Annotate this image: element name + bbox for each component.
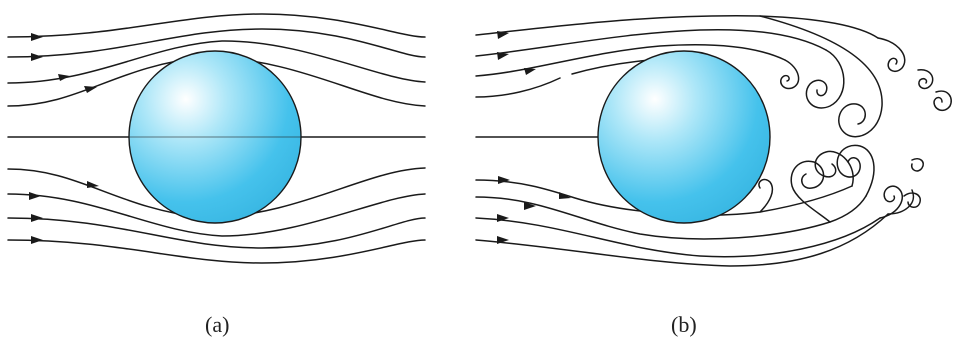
- vortex-1: [781, 60, 799, 89]
- flow-arrow-icon: [87, 181, 99, 188]
- caption-b: (b): [671, 312, 697, 338]
- panel-b: [476, 16, 951, 266]
- caption-a: (a): [205, 312, 229, 338]
- flow-arrow-icon: [524, 68, 536, 75]
- vortex-14: [904, 193, 920, 207]
- vortex-5: [918, 70, 933, 89]
- flow-arrow-icon: [498, 176, 510, 184]
- flow-arrow-icon: [31, 214, 43, 222]
- streamline-a-top-1: [8, 14, 425, 37]
- flow-arrow-icon: [31, 53, 43, 61]
- vortex-6: [934, 91, 951, 110]
- vortex-4: [878, 38, 905, 71]
- streamline-b-top-4: [476, 78, 560, 97]
- streamline-b-bottom-3: [476, 218, 880, 257]
- flow-arrow-icon: [497, 52, 509, 60]
- flow-arrow-icon: [29, 192, 41, 200]
- vortex-13: [912, 159, 924, 171]
- flow-arrow-icon: [84, 86, 97, 93]
- vortex-9: [791, 161, 830, 222]
- flow-arrow-icon: [31, 236, 43, 244]
- vortex-8: [837, 145, 874, 196]
- vortex-2: [806, 50, 843, 108]
- sphere-b: [598, 51, 770, 223]
- flow-arrow-icon: [31, 33, 43, 41]
- panel-a: [8, 14, 425, 263]
- streamline-a-bottom-4: [8, 240, 425, 263]
- streamline-b-top-2: [476, 30, 826, 56]
- vortex-10: [759, 180, 772, 212]
- vortex-7: [815, 151, 853, 186]
